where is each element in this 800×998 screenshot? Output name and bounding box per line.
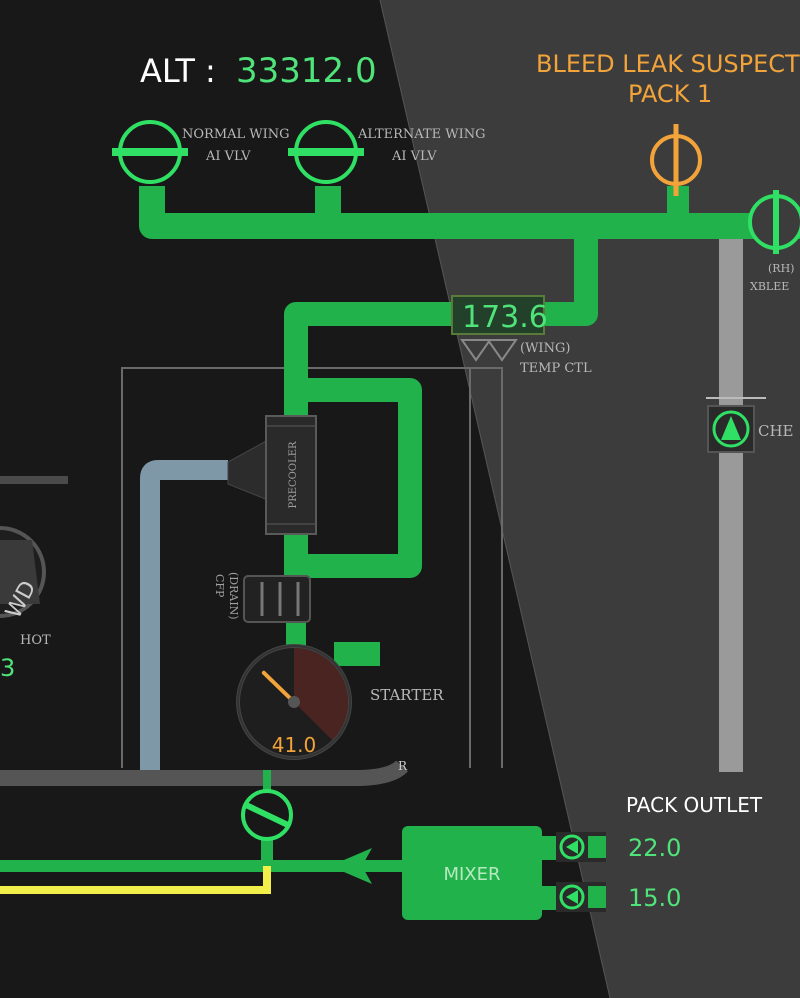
pack-flow-valve[interactable] [241,789,293,841]
pack-outlet-title: PACK OUTLET [626,793,763,817]
check-valve[interactable] [707,405,755,453]
normal-wing-label-1: NORMAL WING [182,127,290,142]
pack-outlet-value-lower: 15.0 [628,884,681,912]
temp-ctl-label-1: (WING) [520,341,570,356]
starter-label: STARTER [370,686,444,704]
mixer-label: MIXER [443,864,500,885]
check-valve-label: CHE [758,422,794,440]
temp-ctl-label-2: TEMP CTL [520,361,592,376]
r-label: R [398,759,408,773]
pack-outlet-indicator-upper [556,832,606,862]
left-partial-gauge [0,526,46,618]
conditioned-air-duct [140,460,228,770]
shaded-overlay-panel [380,0,800,998]
alert-pack-label: PACK 1 [628,80,712,108]
mixer-unit [402,826,542,920]
flow-arrow [330,848,372,884]
bleed-leak-alert: BLEED LEAK SUSPECTE [536,50,800,78]
crossbleed-valve[interactable] [748,190,800,254]
gauge-needle [261,670,296,704]
pack-outlet-value-upper: 22.0 [628,834,681,862]
cfp-drain [243,575,311,623]
overlay-edge [379,0,611,998]
cold-air-line [0,866,271,894]
starter-gauge-value: 41.0 [272,733,317,757]
gray-duct-right [719,236,743,772]
alternate-wing-ai-valve[interactable] [288,120,364,184]
temp-ctl-readout-box [451,295,545,335]
altitude-label: ALT : [140,52,216,90]
normal-wing-ai-valve[interactable] [112,120,188,184]
gauge-red-zone [294,648,348,741]
temp-ctl-value: 173.6 [462,300,548,335]
frame-lines [0,367,503,768]
left-gauge-value: 3 [0,654,15,682]
precooler [227,415,317,535]
temp-ctl-sensor-icon [460,339,518,362]
cfp-label-2: (DRAIN) [227,572,240,620]
bottom-gray-duct [0,760,408,786]
crossbleed-label-2: XBLEE [750,280,789,293]
alternate-wing-label-1: ALTERNATE WING [357,127,486,142]
left-gauge-hot-label: HOT [20,633,51,648]
precooler-label: PRECOOLER [288,441,299,509]
altitude-value: 33312.0 [236,51,377,91]
pack-1-valve-warning[interactable] [650,124,702,196]
crossbleed-label-1: (RH) [768,262,794,275]
pack-outlet-indicator-lower [556,882,606,912]
normal-wing-label-2: AI VLV [205,149,251,164]
alternate-wing-label-2: AI VLV [391,149,437,164]
cfp-label-1: CFP [213,574,226,598]
starter-gauge [236,644,352,760]
